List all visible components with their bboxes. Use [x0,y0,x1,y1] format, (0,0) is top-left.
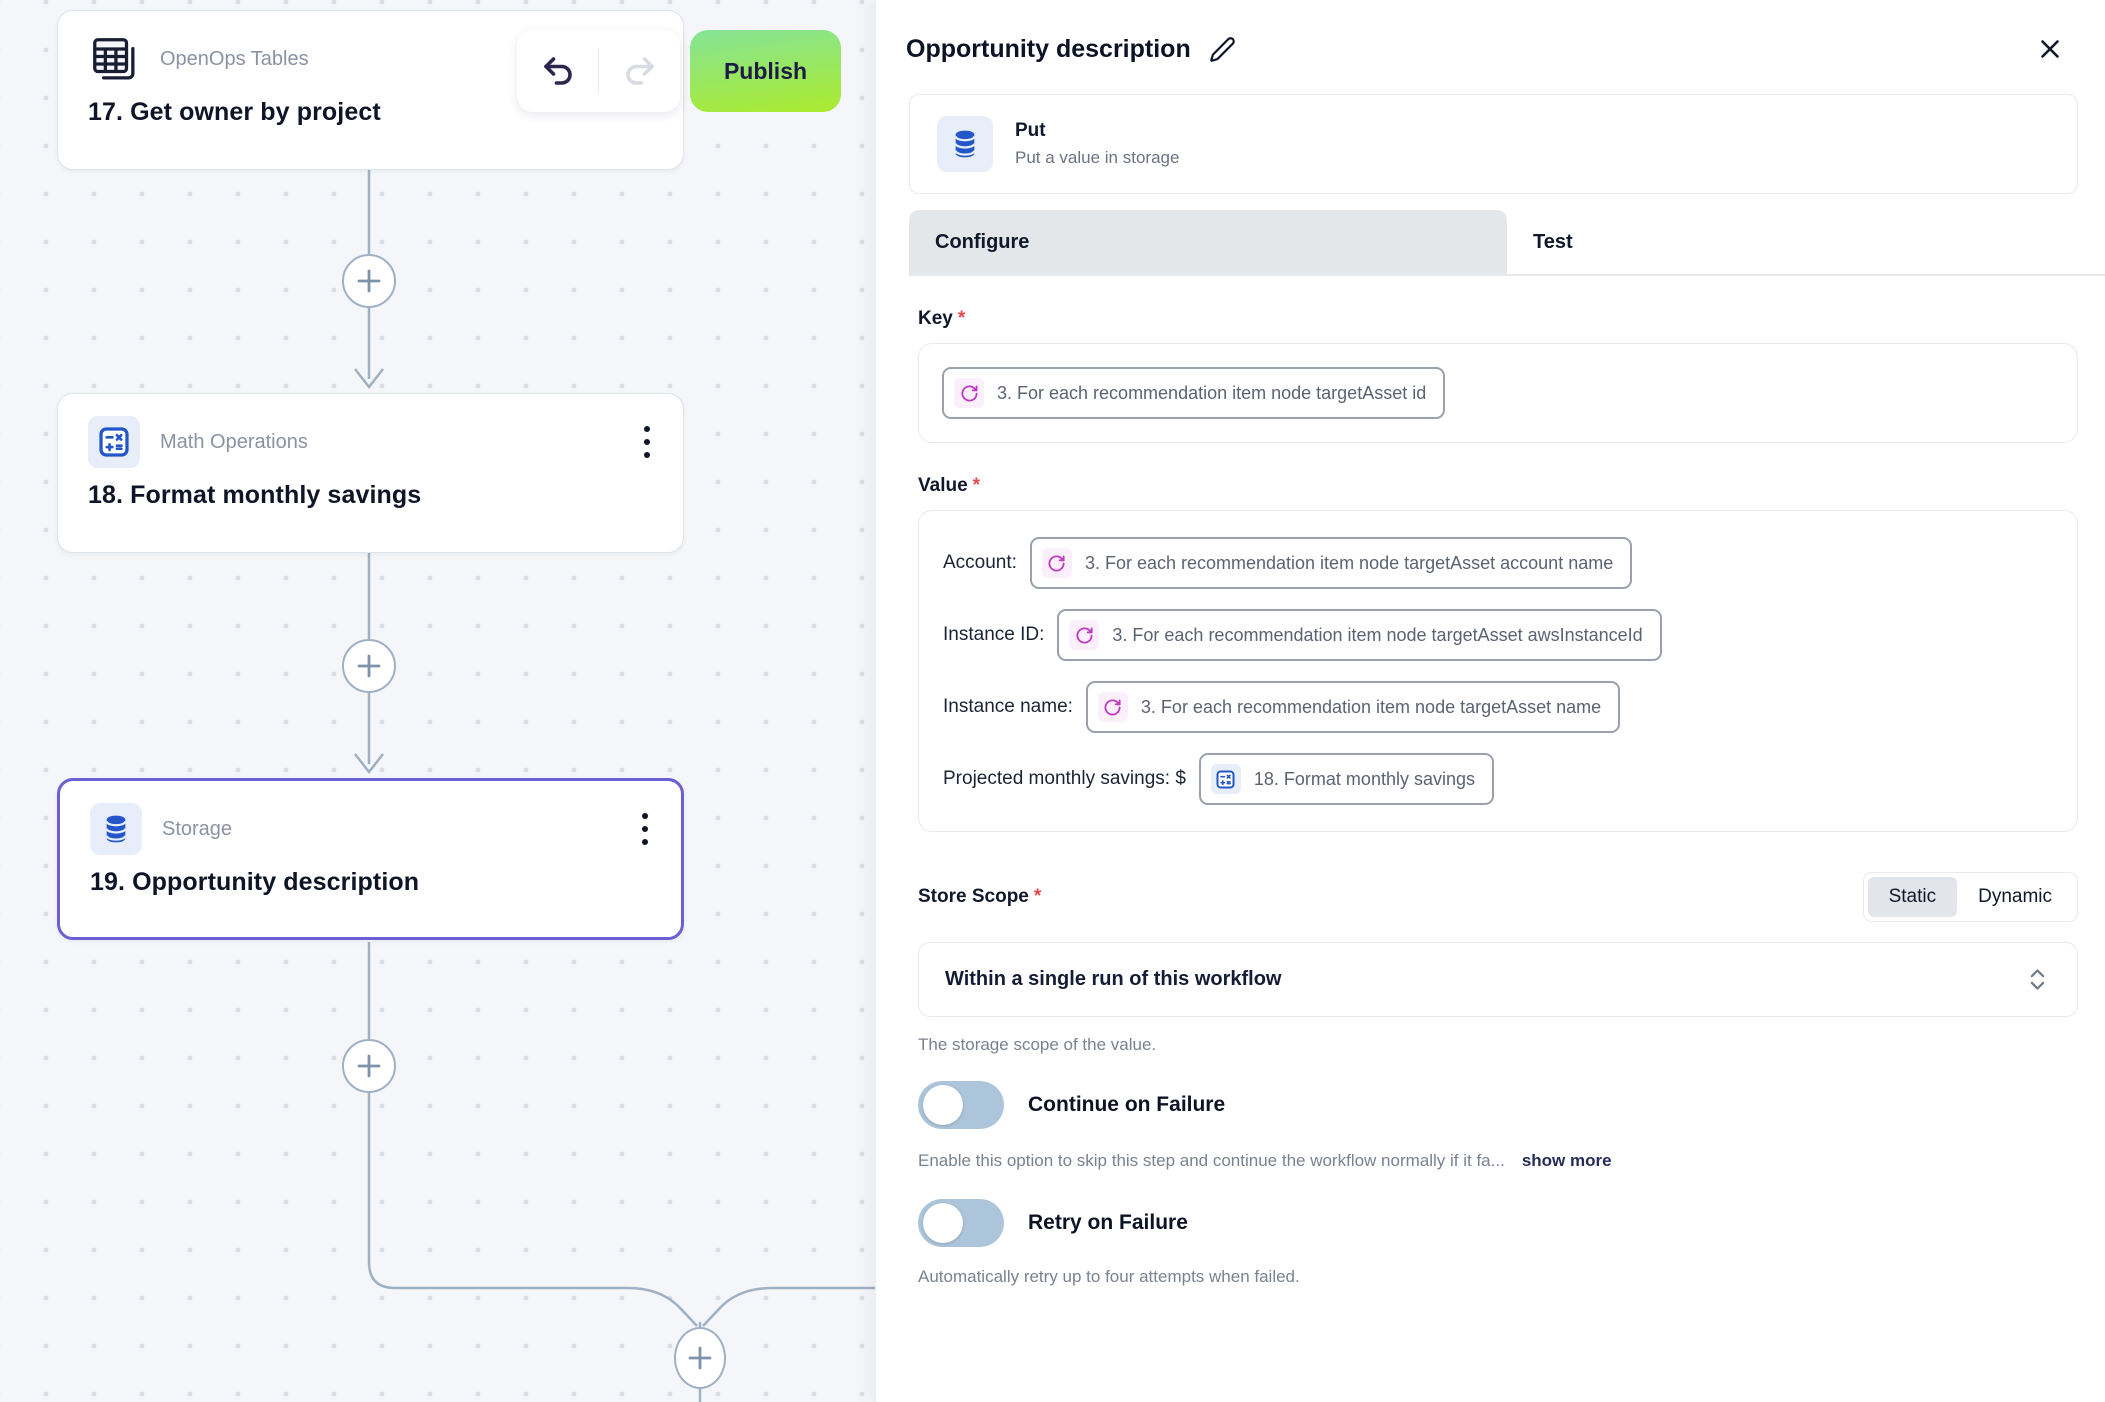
store-scope-help: The storage scope of the value. [918,1035,1157,1054]
redo-icon[interactable] [599,30,680,112]
add-step-button[interactable] [342,1039,396,1093]
math-operations-icon [88,416,140,468]
action-name: Put [1015,120,1046,141]
panel-tabbar: Configure Test [909,210,2105,276]
toggle-knob [923,1203,963,1243]
add-step-button[interactable] [674,1327,726,1389]
toolbar-divider [598,48,599,94]
panel-header: Opportunity description [876,0,2105,68]
step-title: Opportunity description [906,34,1191,63]
retry-on-failure-help: Automatically retry up to four attempts … [918,1267,1300,1286]
node-app-name: Math Operations [160,430,308,453]
continue-on-failure-toggle[interactable] [918,1081,1004,1129]
openops-tables-icon [88,33,140,85]
node-app-name: OpenOps Tables [160,47,309,70]
history-toolbar [517,30,680,112]
loop-step-icon [954,378,984,408]
node-title: 18. Format monthly savings [88,481,422,509]
storage-icon [90,803,142,855]
node-app-name: Storage [162,817,233,840]
value-row-savings: Projected monthly savings: $ 18. Format … [943,753,2053,805]
math-step-icon [1210,764,1241,794]
workflow-node-format-savings[interactable]: Math Operations 18. Format monthly savin… [57,393,684,553]
required-asterisk: * [1033,886,1042,907]
instance-name-token-chip[interactable]: 3. For each recommendation item node tar… [1085,681,1621,733]
token-text: 3. For each recommendation item node tar… [1140,696,1602,717]
value-row-instance-name: Instance name: 3. For each recommendatio… [943,681,2053,733]
retry-on-failure-label: Retry on Failure [1028,1211,1188,1234]
toggle-knob [923,1085,963,1125]
value-row-label: Instance name: [943,696,1073,717]
continue-on-failure-label: Continue on Failure [1028,1093,1226,1116]
show-more-link[interactable]: show more [1521,1151,1612,1170]
key-field-label: Key* [918,308,966,329]
workflow-node-opportunity-description[interactable]: Storage 19. Opportunity description [57,778,684,940]
workflow-canvas[interactable]: OpenOps Tables 17. Get owner by project … [0,0,875,1402]
account-token-chip[interactable]: 3. For each recommendation item node tar… [1029,537,1633,589]
store-scope-label: Store Scope* [918,886,1042,907]
store-scope-selected-value: Within a single run of this workflow [945,968,1282,990]
add-step-button[interactable] [342,254,396,308]
continue-on-failure-help: Enable this option to skip this step and… [918,1151,1505,1170]
key-input[interactable]: 3. For each recommendation item node tar… [918,343,2078,443]
loop-step-icon [1097,692,1128,722]
action-description: Put a value in storage [1015,148,1180,167]
node-title: 19. Opportunity description [90,868,420,896]
key-token-chip[interactable]: 3. For each recommendation item node tar… [942,367,1446,419]
token-text: 3. For each recommendation item node tar… [1084,552,1614,573]
required-asterisk: * [957,308,966,329]
value-row-label: Account: [943,552,1017,573]
dynamic-option[interactable]: Dynamic [1978,886,2052,907]
value-field-label: Value* [918,475,981,496]
required-asterisk: * [972,475,981,496]
loop-step-icon [1041,548,1072,578]
savings-token-chip[interactable]: 18. Format monthly savings [1198,753,1494,805]
chevron-up-down-icon [2024,966,2051,993]
tab-configure[interactable]: Configure [909,210,1507,274]
step-settings-panel: Opportunity description Put [875,0,2105,1402]
loop-step-icon [1069,620,1100,650]
value-row-account: Account: 3. For each recommendation item… [943,537,2053,589]
undo-icon[interactable] [517,30,598,112]
value-row-label: Instance ID: [943,624,1045,645]
publish-button[interactable]: Publish [690,30,841,112]
tab-test[interactable]: Test [1533,230,1573,253]
instance-id-token-chip[interactable]: 3. For each recommendation item node tar… [1057,609,1662,661]
token-text: 3. For each recommendation item node tar… [1112,624,1643,645]
store-scope-select[interactable]: Within a single run of this workflow [918,942,2078,1017]
static-option[interactable]: Static [1867,877,1958,917]
static-dynamic-segmented-control: Static Dynamic [1862,872,2078,922]
workflow-connectors [354,170,875,1402]
put-storage-icon [937,116,993,172]
node-menu-kebab-icon[interactable] [635,807,655,851]
edit-title-pencil-icon[interactable] [1209,36,1236,63]
action-summary-card: Put Put a value in storage [909,94,2078,194]
node-title: 17. Get owner by project [88,98,381,126]
key-token-text: 3. For each recommendation item node tar… [997,382,1427,403]
node-menu-kebab-icon[interactable] [637,420,657,464]
value-row-label: Projected monthly savings: $ [943,768,1186,789]
retry-on-failure-toggle[interactable] [918,1199,1004,1247]
value-input[interactable]: Account: 3. For each recommendation item… [918,510,2078,832]
value-row-instance-id: Instance ID: 3. For each recommendation … [943,609,2053,661]
close-panel-icon[interactable] [2031,30,2069,68]
add-step-button[interactable] [342,639,396,693]
token-text: 18. Format monthly savings [1253,768,1475,789]
